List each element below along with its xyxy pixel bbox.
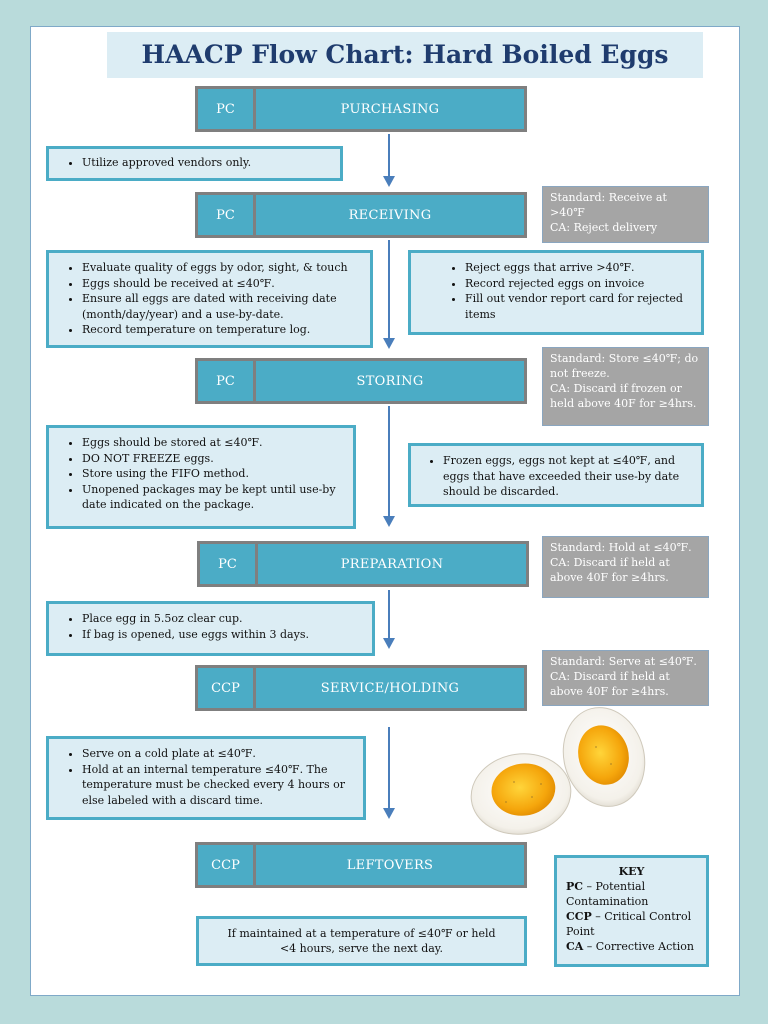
key-text: – Corrective Action bbox=[583, 940, 694, 953]
list-item: Reject eggs that arrive >40℉. bbox=[465, 260, 695, 276]
list-item: Unopened packages may be kept until use-… bbox=[82, 482, 347, 513]
list-item: Evaluate quality of eggs by odor, sight,… bbox=[82, 260, 364, 276]
arrow-receiving-storing bbox=[388, 240, 390, 340]
key-entry: PC – Potential Contamination bbox=[566, 879, 697, 909]
purchasing-notes: Utilize approved vendors only. bbox=[46, 146, 343, 181]
step-label: LEFTOVERS bbox=[346, 857, 434, 873]
arrow-storing-preparation bbox=[388, 406, 390, 518]
step-receiving: PC RECEIVING bbox=[195, 192, 527, 238]
list-item: If bag is opened, use eggs within 3 days… bbox=[82, 627, 366, 643]
step-label: PURCHASING bbox=[340, 101, 440, 117]
corrective-action-text: CA: Discard if held at above 40F for ≥4h… bbox=[550, 670, 670, 698]
key-text: – Potential Contamination bbox=[566, 880, 649, 908]
halved-eggs-icon bbox=[466, 702, 656, 842]
key-abbr: CCP bbox=[566, 910, 592, 923]
list-item: Hold at an internal temperature ≤40℉. Th… bbox=[82, 762, 357, 809]
eggs-illustration bbox=[470, 707, 646, 835]
list-item: Serve on a cold plate at ≤40℉. bbox=[82, 746, 357, 762]
corrective-action-text: CA: Discard if frozen or held above 40F … bbox=[550, 382, 697, 410]
standard-storing: Standard: Store ≤40℉; do not freeze. CA:… bbox=[542, 347, 709, 426]
leftovers-notes: If maintained at a temperature of ≤40℉ o… bbox=[196, 916, 527, 966]
step-label: SERVICE/HOLDING bbox=[320, 680, 460, 696]
service-notes: Serve on a cold plate at ≤40℉. Hold at a… bbox=[46, 736, 366, 820]
arrow-preparation-service bbox=[388, 590, 390, 640]
key-text: – Critical Control Point bbox=[566, 910, 692, 938]
list-item: Utilize approved vendors only. bbox=[82, 155, 334, 171]
list-item: DO NOT FREEZE eggs. bbox=[82, 451, 347, 467]
list-item: Eggs should be stored at ≤40℉. bbox=[82, 435, 347, 451]
standard-text: Standard: Receive at >40℉ bbox=[550, 191, 667, 219]
storing-corrective-actions: Frozen eggs, eggs not kept at ≤40℉, and … bbox=[408, 443, 704, 507]
key-abbr: CA bbox=[566, 940, 584, 953]
list-item: Place egg in 5.5oz clear cup. bbox=[82, 611, 366, 627]
list-item: Eggs should be received at ≤40℉. bbox=[82, 276, 364, 292]
standard-service: Standard: Serve at ≤40℉. CA: Discard if … bbox=[542, 650, 709, 706]
list-item: Fill out vendor report card for rejected… bbox=[465, 291, 695, 322]
standard-text: Standard: Serve at ≤40℉. bbox=[550, 655, 697, 668]
legend-key: KEY PC – Potential Contamination CCP – C… bbox=[554, 855, 709, 967]
arrow-head bbox=[383, 516, 395, 527]
corrective-action-text: CA: Discard if held at above 40F for ≥4h… bbox=[550, 556, 670, 584]
step-label: PREPARATION bbox=[340, 556, 444, 572]
arrow-head bbox=[383, 176, 395, 187]
step-label: RECEIVING bbox=[348, 207, 432, 223]
arrow-service-leftovers bbox=[388, 727, 390, 810]
arrow-head bbox=[383, 338, 395, 349]
key-title: KEY bbox=[618, 865, 645, 878]
leftovers-text: If maintained at a temperature of ≤40℉ o… bbox=[227, 926, 496, 956]
arrow-head bbox=[383, 638, 395, 649]
step-code: PC bbox=[200, 544, 258, 584]
storing-notes: Eggs should be stored at ≤40℉. DO NOT FR… bbox=[46, 425, 356, 529]
preparation-notes: Place egg in 5.5oz clear cup. If bag is … bbox=[46, 601, 375, 656]
receiving-notes: Evaluate quality of eggs by odor, sight,… bbox=[46, 250, 373, 348]
step-code: PC bbox=[198, 361, 256, 401]
key-entry: CA – Corrective Action bbox=[566, 939, 697, 954]
step-purchasing: PC PURCHASING bbox=[195, 86, 527, 132]
receiving-corrective-actions: Reject eggs that arrive >40℉. Record rej… bbox=[408, 250, 704, 335]
title-bar: HAACP Flow Chart: Hard Boiled Eggs bbox=[107, 32, 703, 78]
arrow-purchasing-receiving bbox=[388, 134, 390, 178]
standard-preparation: Standard: Hold at ≤40℉. CA: Discard if h… bbox=[542, 536, 709, 598]
key-abbr: PC bbox=[566, 880, 584, 893]
list-item: Store using the FIFO method. bbox=[82, 466, 347, 482]
step-leftovers: CCP LEFTOVERS bbox=[195, 842, 527, 888]
page-title: HAACP Flow Chart: Hard Boiled Eggs bbox=[141, 40, 669, 69]
step-label: STORING bbox=[356, 373, 424, 389]
list-item: Record rejected eggs on invoice bbox=[465, 276, 695, 292]
step-code: CCP bbox=[198, 845, 256, 885]
standard-text: Standard: Store ≤40℉; do not freeze. bbox=[550, 352, 699, 380]
step-storing: PC STORING bbox=[195, 358, 527, 404]
step-code: CCP bbox=[198, 668, 256, 708]
corrective-action-text: CA: Reject delivery bbox=[550, 221, 658, 234]
list-item: Record temperature on temperature log. bbox=[82, 322, 364, 338]
arrow-head bbox=[383, 808, 395, 819]
step-code: PC bbox=[198, 195, 256, 235]
key-entry: CCP – Critical Control Point bbox=[566, 909, 697, 939]
list-item: Frozen eggs, eggs not kept at ≤40℉, and … bbox=[443, 453, 695, 500]
step-code: PC bbox=[198, 89, 256, 129]
standard-text: Standard: Hold at ≤40℉. bbox=[550, 541, 692, 554]
standard-receiving: Standard: Receive at >40℉ CA: Reject del… bbox=[542, 186, 709, 243]
step-preparation: PC PREPARATION bbox=[197, 541, 529, 587]
step-service-holding: CCP SERVICE/HOLDING bbox=[195, 665, 527, 711]
list-item: Ensure all eggs are dated with receiving… bbox=[82, 291, 364, 322]
